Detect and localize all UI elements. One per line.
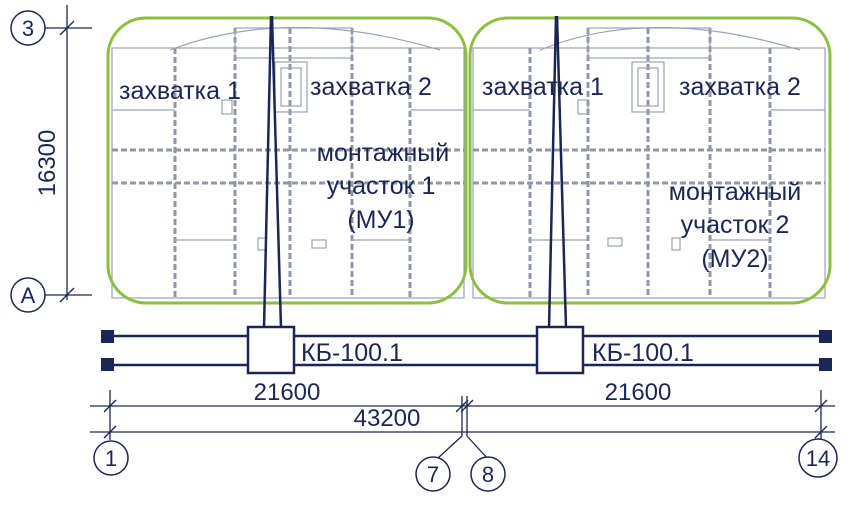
zone1-grip2-label: захватка 2 xyxy=(310,73,432,101)
crane-base-left xyxy=(246,325,296,375)
axis-marker-7: 7 xyxy=(415,456,451,492)
zone1-section-line1: монтажный xyxy=(317,139,449,167)
axis-marker-14: 14 xyxy=(798,438,838,478)
zone2-section-line3: (МУ2) xyxy=(701,245,768,273)
rail-end-stop-left-top xyxy=(101,330,114,343)
mounting-section-2-outline xyxy=(468,16,832,305)
zone2-grip1-label: захватка 1 xyxy=(482,73,604,101)
zone1-section-line2: участок 1 xyxy=(327,172,436,200)
crane-jib-right xyxy=(547,15,568,329)
zone2-grip2-label: захватка 2 xyxy=(679,73,801,101)
crane-label-left: КБ-100.1 xyxy=(301,339,403,367)
rail-end-stop-left-bottom xyxy=(101,358,114,371)
axis-marker-3: 3 xyxy=(10,10,46,46)
rail-end-stop-right-top xyxy=(819,330,832,343)
floor-plan-left xyxy=(111,26,465,299)
svg-text:3: 3 xyxy=(22,16,34,41)
crane-jib-left xyxy=(262,15,283,329)
crane-rail-track xyxy=(101,330,832,371)
mounting-section-1-outline xyxy=(106,16,468,305)
axis-marker-a: А xyxy=(10,277,46,313)
axis-marker-1: 1 xyxy=(93,440,129,476)
svg-text:8: 8 xyxy=(482,462,494,487)
axis-marker-8: 8 xyxy=(470,456,506,492)
dimension-right-span-label: 21600 xyxy=(605,379,672,406)
zone2-section-line1: монтажный xyxy=(669,178,801,206)
dimension-left-span-label: 21600 xyxy=(254,379,321,406)
crane-label-right: КБ-100.1 xyxy=(592,339,694,367)
dimension-vertical-label: 16300 xyxy=(34,130,61,197)
zone1-grip1-label: захватка 1 xyxy=(119,77,241,105)
zone1-section-line3: (МУ1) xyxy=(347,206,414,234)
svg-text:1: 1 xyxy=(105,446,117,471)
svg-text:14: 14 xyxy=(806,446,830,471)
floor-plan-right xyxy=(472,26,826,299)
dimension-total-label: 43200 xyxy=(354,405,421,432)
svg-text:7: 7 xyxy=(427,462,439,487)
rail-end-stop-right-bottom xyxy=(819,358,832,371)
dimension-lines xyxy=(30,5,835,459)
zone2-section-line2: участок 2 xyxy=(681,211,790,239)
svg-text:А: А xyxy=(21,283,36,308)
crane-base-right xyxy=(535,325,585,375)
